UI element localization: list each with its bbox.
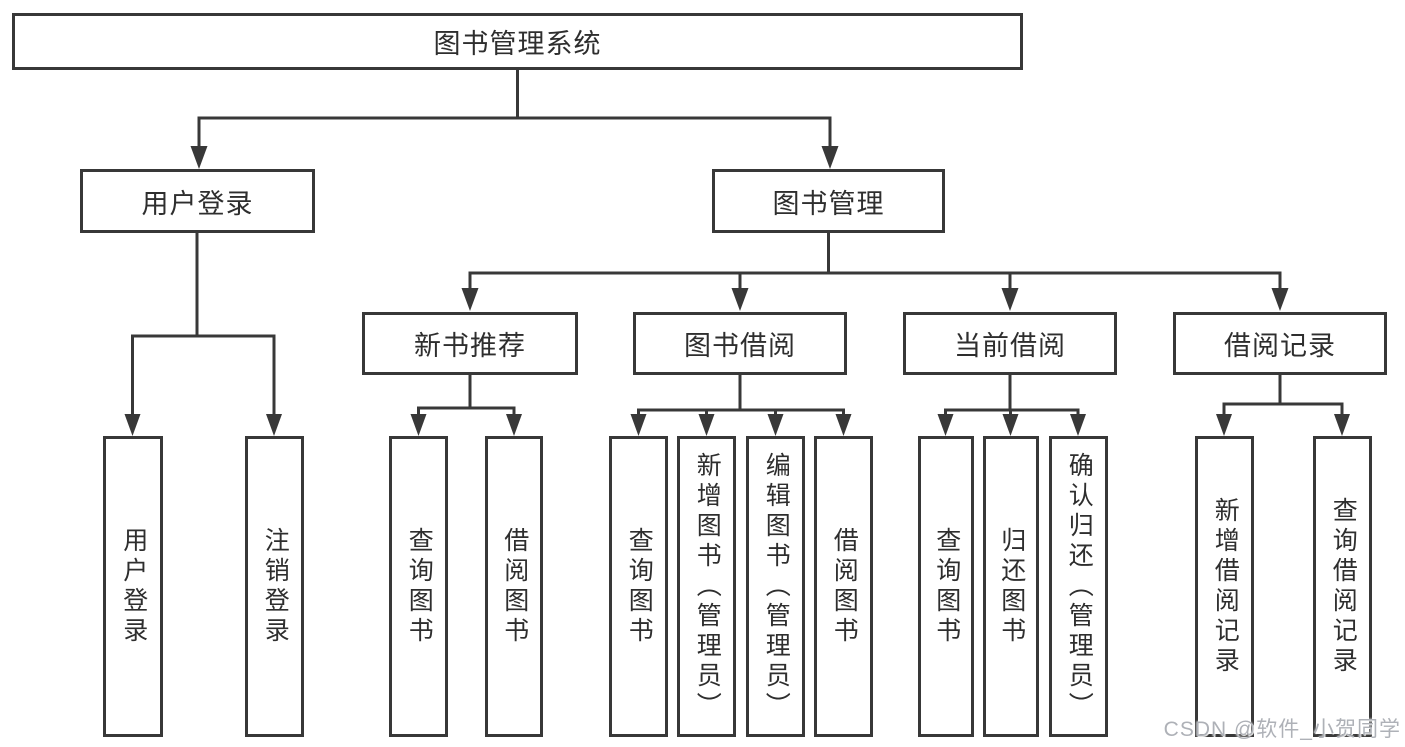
node-current-borrow-label: 当前借阅 xyxy=(954,331,1066,361)
connector-current-borrow xyxy=(944,375,1080,417)
leaf-edit-books-admin: 编辑图书（管理员） xyxy=(746,436,805,737)
leaf-return-books-label: 归还图书 xyxy=(997,526,1026,647)
leaf-logout-label: 注销登录 xyxy=(261,526,290,647)
leaf-query-borrow-record-label: 查询借阅记录 xyxy=(1329,496,1358,677)
connector-root xyxy=(197,70,832,149)
node-root-label: 图书管理系统 xyxy=(433,29,602,59)
node-root: 图书管理系统 xyxy=(12,13,1023,70)
leaf-current-query-books: 查询图书 xyxy=(918,436,974,737)
connector-book-borrow xyxy=(637,375,845,417)
leaf-newrec-borrow-books-label: 借阅图书 xyxy=(500,526,529,647)
connector-user-login xyxy=(131,233,276,417)
leaf-newrec-query-books: 查询图书 xyxy=(389,436,448,737)
connector-new-book xyxy=(417,375,516,417)
leaf-add-borrow-record-label: 新增借阅记录 xyxy=(1211,496,1240,677)
leaf-borrow-books: 借阅图书 xyxy=(814,436,873,737)
leaf-confirm-return-admin: 确认归还（管理员） xyxy=(1049,436,1108,737)
leaf-current-query-books-label: 查询图书 xyxy=(932,526,961,647)
node-book-mgmt: 图书管理 xyxy=(712,169,945,233)
node-user-login-label: 用户登录 xyxy=(141,188,254,219)
leaf-newrec-borrow-books: 借阅图书 xyxy=(485,436,543,737)
leaf-add-borrow-record: 新增借阅记录 xyxy=(1195,436,1254,737)
node-user-login: 用户登录 xyxy=(80,169,315,233)
leaf-edit-books-admin-label: 编辑图书（管理员） xyxy=(762,451,791,722)
leaf-logout: 注销登录 xyxy=(245,436,304,737)
node-current-borrow: 当前借阅 xyxy=(903,312,1117,375)
leaf-borrow-query-books: 查询图书 xyxy=(609,436,668,737)
leaf-user-login-label: 用户登录 xyxy=(119,526,148,647)
leaf-borrow-query-books-label: 查询图书 xyxy=(625,526,654,647)
node-new-book-rec: 新书推荐 xyxy=(362,312,578,375)
connector-book-mgmt xyxy=(468,233,1282,291)
leaf-borrow-books-label: 借阅图书 xyxy=(830,526,859,647)
leaf-return-books: 归还图书 xyxy=(983,436,1039,737)
leaf-add-books-admin-label: 新增图书（管理员） xyxy=(693,451,722,722)
node-book-borrow-label: 图书借阅 xyxy=(684,331,796,361)
leaf-confirm-return-admin-label: 确认归还（管理员） xyxy=(1065,451,1094,722)
node-new-book-rec-label: 新书推荐 xyxy=(414,331,526,361)
connector-borrow-records xyxy=(1222,375,1344,417)
leaf-user-login: 用户登录 xyxy=(103,436,163,737)
node-book-mgmt-label: 图书管理 xyxy=(772,188,885,219)
node-book-borrow: 图书借阅 xyxy=(633,312,847,375)
leaf-add-books-admin: 新增图书（管理员） xyxy=(677,436,736,737)
node-borrow-records-label: 借阅记录 xyxy=(1224,331,1336,361)
leaf-newrec-query-books-label: 查询图书 xyxy=(405,526,434,647)
leaf-query-borrow-record: 查询借阅记录 xyxy=(1313,436,1372,737)
csdn-watermark: CSDN @软件_小贺同学 xyxy=(1163,718,1401,741)
node-borrow-records: 借阅记录 xyxy=(1173,312,1387,375)
